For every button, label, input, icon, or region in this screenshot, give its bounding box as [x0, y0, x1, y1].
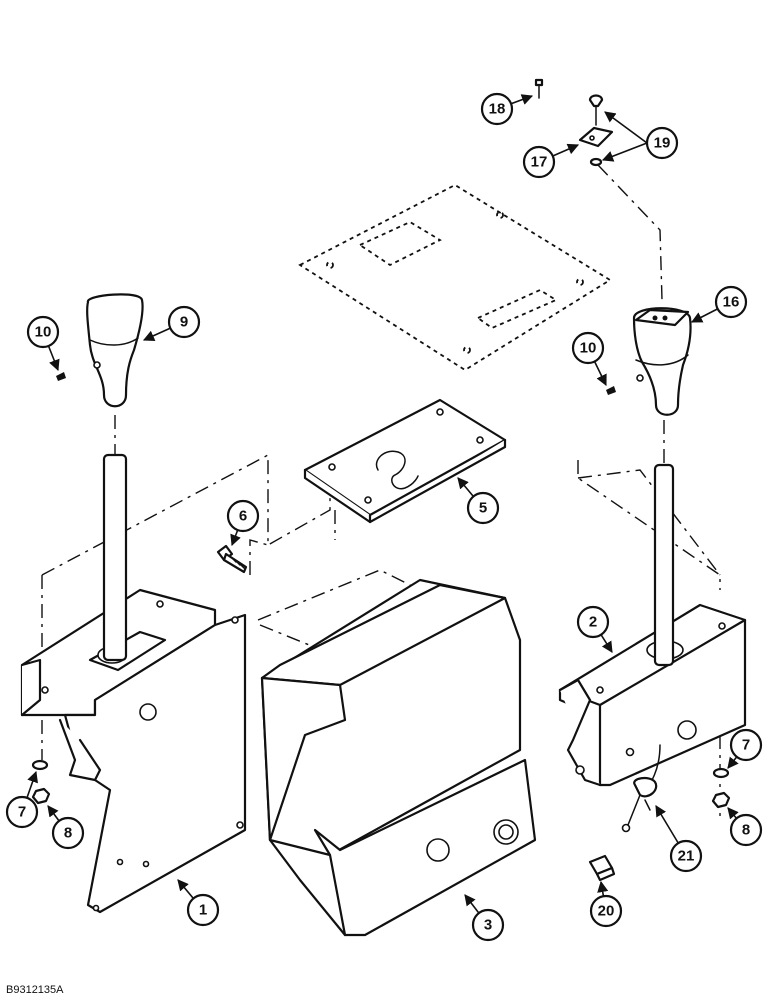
- callout-6: 6: [226, 499, 260, 547]
- callout-label: 1: [199, 902, 207, 919]
- callout-label: 2: [589, 614, 597, 631]
- callout-8-right: 8: [727, 807, 763, 847]
- callout-7-right: 7: [727, 728, 763, 769]
- gate-plate: [303, 398, 507, 524]
- figure-reference-code: B9312135A: [6, 984, 64, 996]
- callout-label: 10: [580, 340, 597, 357]
- callout-label: 21: [678, 848, 695, 865]
- callouts: 1 2 3 5 6 7: [5, 92, 763, 942]
- callout-5: 5: [457, 477, 500, 525]
- callout-21: 21: [655, 805, 703, 873]
- callout-label: 5: [479, 500, 487, 517]
- callout-17: 17: [522, 143, 580, 179]
- left-bracket: [20, 588, 247, 914]
- right-shift-knob: [632, 307, 692, 667]
- callout-label: 8: [64, 825, 72, 842]
- callout-8-left: 8: [47, 805, 85, 850]
- switch-harness: [621, 744, 661, 833]
- callout-label: 10: [35, 324, 52, 341]
- mounting-plate-phantom: [298, 183, 612, 372]
- callout-16: 16: [691, 285, 748, 323]
- callout-label: 18: [489, 101, 506, 118]
- console-cover: [260, 578, 537, 937]
- callout-9: 9: [142, 305, 201, 341]
- callout-label: 19: [654, 135, 671, 152]
- callout-3: 3: [464, 894, 505, 942]
- callout-label: 7: [742, 737, 750, 754]
- callout-10-left: 10: [26, 315, 60, 372]
- callout-label: 7: [18, 804, 26, 821]
- callout-1: 1: [177, 879, 220, 927]
- connector: [588, 854, 616, 882]
- callout-label: 20: [598, 903, 615, 920]
- callout-label: 9: [180, 314, 188, 331]
- callout-label: 3: [484, 917, 492, 934]
- callout-18: 18: [480, 92, 534, 126]
- hardware: [31, 78, 731, 809]
- callout-10-right: 10: [571, 331, 607, 387]
- callout-19: 19: [601, 111, 679, 162]
- left-shift-knob: [86, 293, 144, 662]
- callout-2: 2: [576, 605, 613, 653]
- callout-7-left: 7: [5, 770, 39, 829]
- callout-label: 6: [239, 508, 247, 525]
- callout-label: 8: [742, 822, 750, 839]
- callout-label: 17: [531, 154, 548, 171]
- callout-20: 20: [589, 880, 623, 928]
- callout-label: 16: [723, 294, 740, 311]
